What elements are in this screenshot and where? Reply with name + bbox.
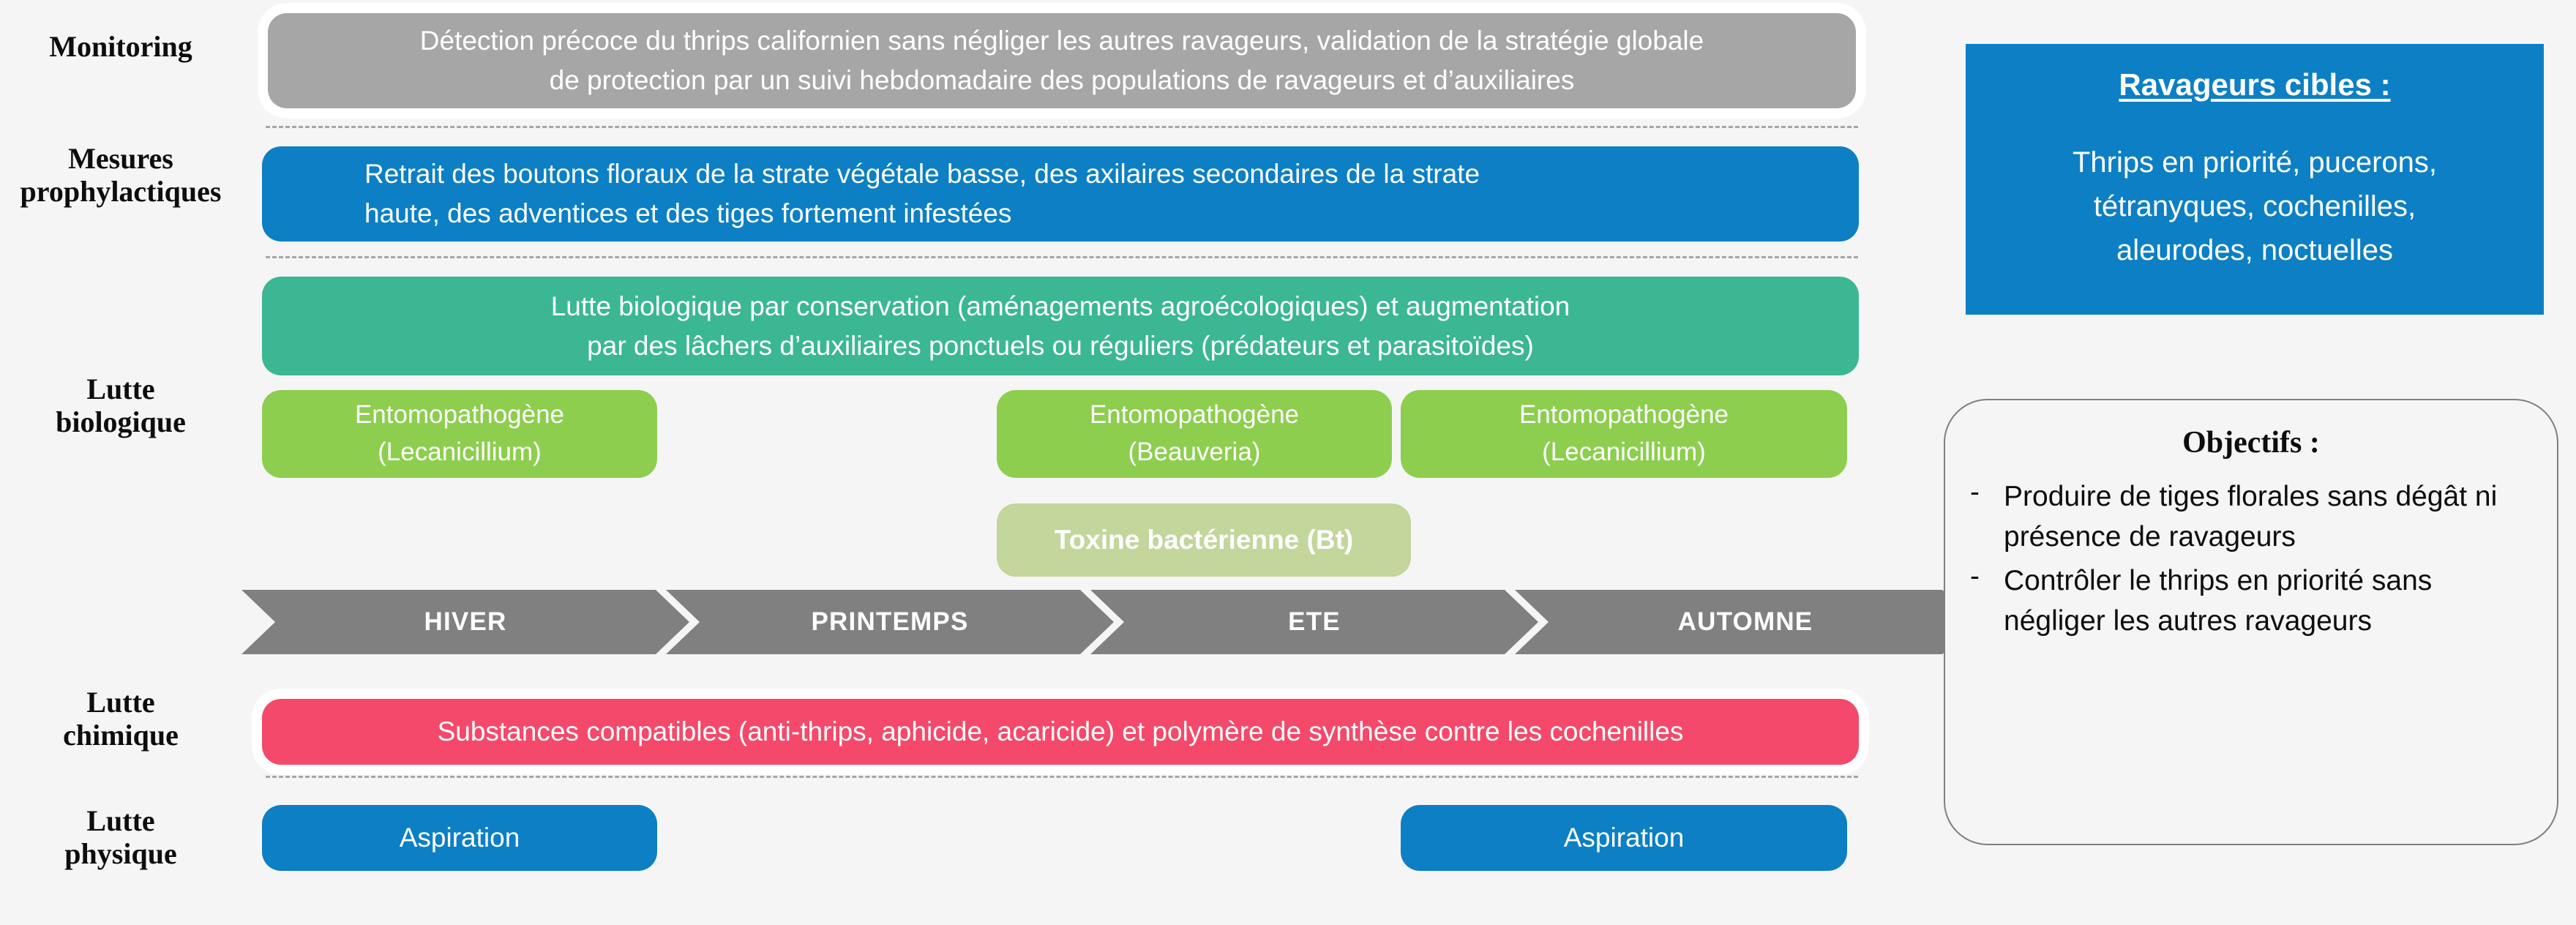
objectives-list-item: - Contrôler le thrips en priorité sans n…: [1970, 561, 2532, 642]
target-pests-body: Thrips en priorité, pucerons, tétranyque…: [2072, 146, 2437, 266]
season-label-hiver: HIVER: [424, 607, 507, 636]
objective-text-1: Produire de tiges florales sans dégât ni…: [2004, 481, 2498, 553]
season-chevron-automne[interactable]: AUTOMNE: [1515, 590, 1976, 654]
season-label-ete: ETE: [1288, 607, 1341, 636]
season-timeline: HIVER PRINTEMPS ETE AUTOMNE: [242, 590, 1859, 654]
season-label-automne: AUTOMNE: [1677, 607, 1813, 636]
entomopathogen-box-lecanicillium-winter[interactable]: Entomopathogène (Lecanicillium): [262, 390, 657, 478]
objectives-title: Objectifs :: [2182, 426, 2320, 460]
separator-monitoring-prophylactic: [266, 126, 1858, 128]
separator-prophylactic-biological: [266, 256, 1858, 258]
row-label-mesures-prophylactiques: Mesures prophylactiques: [20, 142, 222, 208]
objective-text-2: Contrôler le thrips en priorité sans nég…: [2004, 564, 2433, 637]
row-label-lutte-physique: Lutte physique: [64, 804, 177, 870]
separator-chemical-physical: [266, 776, 1858, 778]
chemical-control-bar[interactable]: Substances compatibles (anti-thrips, aph…: [262, 699, 1859, 765]
monitoring-bar[interactable]: Détection précoce du thrips californien …: [268, 13, 1856, 108]
prophylactic-measures-bar[interactable]: Retrait des boutons floraux de la strate…: [262, 146, 1859, 241]
season-label-printemps: PRINTEMPS: [811, 607, 969, 636]
target-pests-title: Ravageurs cibles :: [2119, 67, 2391, 102]
row-label-lutte-chimique: Lutte chimique: [63, 686, 179, 752]
row-label-lutte-biologique: Lutte biologique: [56, 372, 186, 438]
bt-toxin-box[interactable]: Toxine bactérienne (Bt): [997, 503, 1411, 577]
biological-control-bar[interactable]: Lutte biologique par conservation (aména…: [262, 277, 1859, 375]
season-chevron-printemps[interactable]: PRINTEMPS: [666, 590, 1114, 654]
season-chevron-ete[interactable]: ETE: [1090, 590, 1538, 654]
aspiration-box-autumn[interactable]: Aspiration: [1401, 805, 1847, 871]
objectives-panel: Objectifs : - Produire de tiges florales…: [1944, 399, 2558, 845]
season-chevron-hiver[interactable]: HIVER: [242, 590, 689, 654]
target-pests-panel: Ravageurs cibles : Thrips en priorité, p…: [1966, 44, 2544, 315]
row-label-monitoring: Monitoring: [49, 30, 192, 63]
objectives-list-item: - Produire de tiges florales sans dégât …: [1970, 476, 2532, 558]
entomopathogen-box-beauveria-summer[interactable]: Entomopathogène (Beauveria): [997, 390, 1392, 478]
aspiration-box-winter[interactable]: Aspiration: [262, 805, 657, 871]
entomopathogen-box-lecanicillium-autumn[interactable]: Entomopathogène (Lecanicillium): [1401, 390, 1847, 478]
objectives-list: - Produire de tiges florales sans dégât …: [1970, 476, 2532, 642]
bullet-dash-icon: -: [1970, 476, 1980, 508]
bullet-dash-icon: -: [1970, 560, 1980, 592]
